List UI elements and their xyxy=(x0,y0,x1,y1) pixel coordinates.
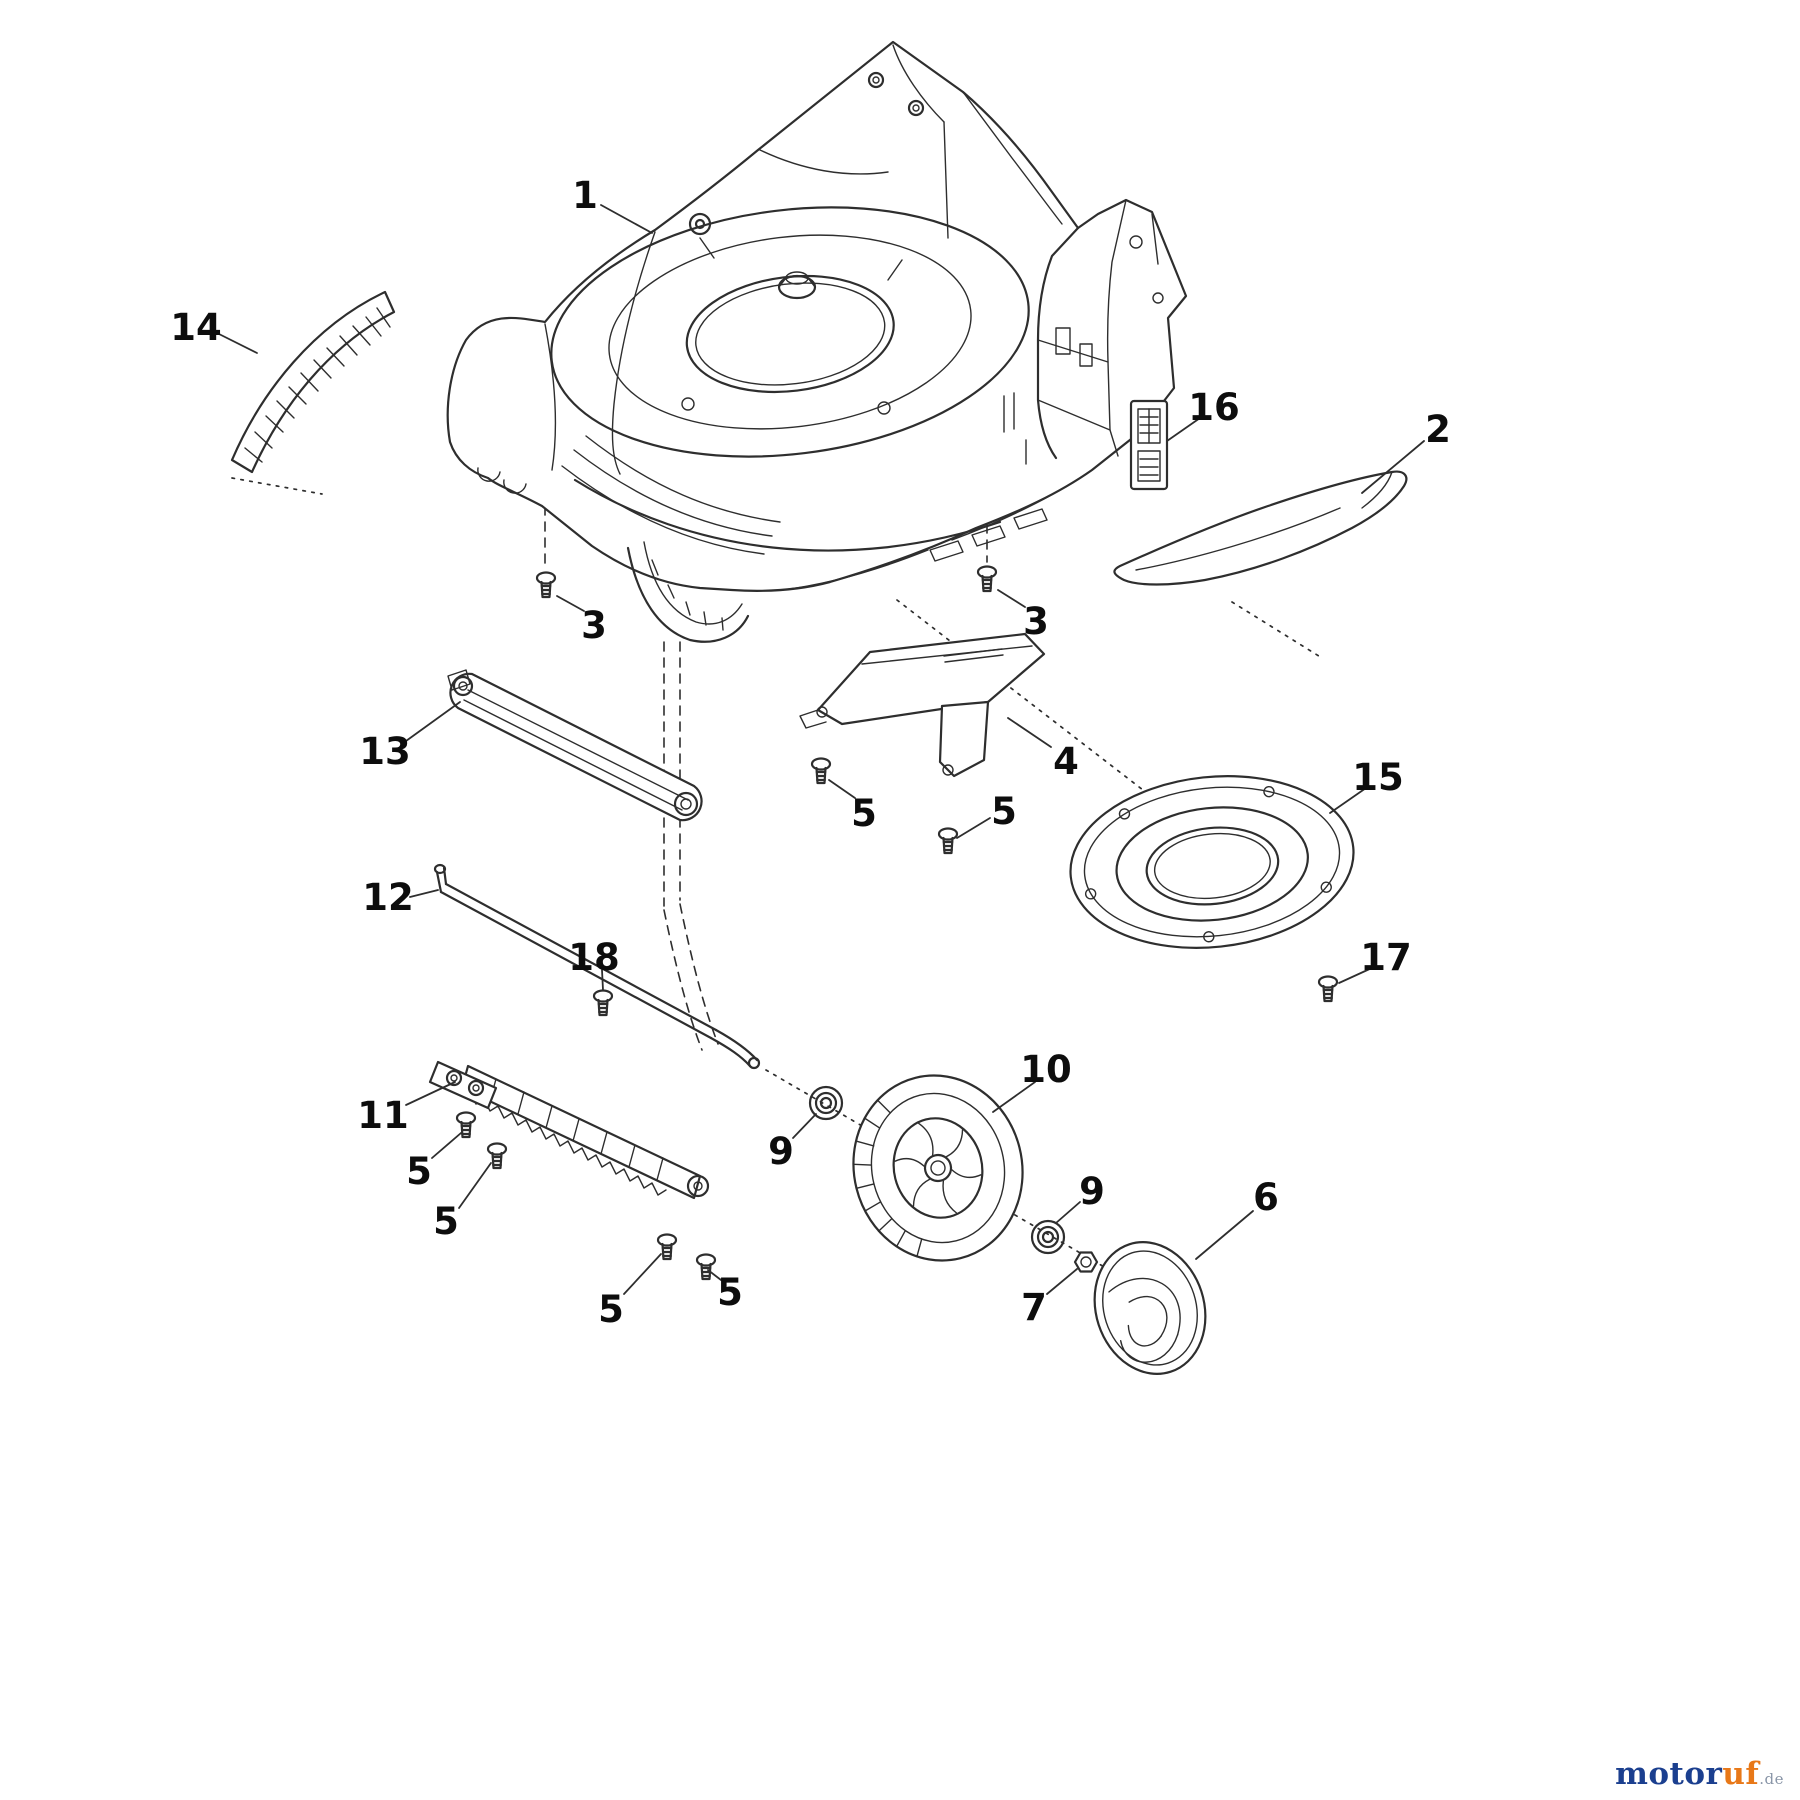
leader-line-17 xyxy=(1338,966,1375,984)
part-label-13: 13 xyxy=(359,730,411,773)
part-label-18: 18 xyxy=(568,936,620,979)
part-label-7: 7 xyxy=(1021,1286,1047,1329)
leader-line-5 xyxy=(828,779,856,799)
height-adjust-rod xyxy=(433,863,761,1070)
part-label-5: 5 xyxy=(991,790,1017,833)
leader-line-9 xyxy=(792,1113,817,1139)
leader-line-16 xyxy=(1166,417,1201,442)
grass-comb xyxy=(230,290,396,474)
hub-cap xyxy=(1093,1241,1207,1375)
screw-icon xyxy=(1317,975,1339,1003)
part-label-1: 1 xyxy=(572,174,598,217)
leader-line-5 xyxy=(623,1253,662,1295)
part-label-9: 9 xyxy=(768,1130,794,1173)
sticker-label xyxy=(1129,399,1169,491)
front-roller xyxy=(447,669,703,822)
rear-bracket xyxy=(1003,199,1164,465)
leader-line-9 xyxy=(1055,1201,1081,1224)
part-label-11: 11 xyxy=(357,1094,409,1137)
adjuster-bracket xyxy=(428,1060,710,1200)
bearing-icon xyxy=(1030,1219,1066,1255)
leader-line-10 xyxy=(992,1081,1036,1113)
part-label-4: 4 xyxy=(1053,740,1079,783)
screw-icon xyxy=(976,565,998,593)
leader-line-7 xyxy=(1046,1268,1078,1295)
leader-line-13 xyxy=(405,701,461,742)
deflector-plate xyxy=(799,632,1046,778)
part-label-6: 6 xyxy=(1253,1176,1279,1219)
leader-line-12 xyxy=(409,889,439,898)
leader-line-18 xyxy=(601,969,604,991)
engine-dome xyxy=(550,206,1030,458)
leader-line-5 xyxy=(707,1269,722,1281)
watermark-suffix: .de xyxy=(1759,1770,1784,1788)
part-label-5: 5 xyxy=(598,1288,624,1331)
part-label-5: 5 xyxy=(433,1200,459,1243)
part-label-15: 15 xyxy=(1352,756,1404,799)
bolt-boss xyxy=(688,212,712,236)
part-label-14: 14 xyxy=(170,306,222,349)
part-label-17: 17 xyxy=(1360,936,1412,979)
leader-line-5 xyxy=(458,1162,492,1209)
part-label-3: 3 xyxy=(581,604,607,647)
part-label-5: 5 xyxy=(406,1150,432,1193)
leader-line-2 xyxy=(1361,440,1425,494)
leader-line-3 xyxy=(556,595,585,612)
leader-line-14 xyxy=(218,333,258,354)
leader-line-6 xyxy=(1195,1210,1254,1260)
trim-cover xyxy=(1113,470,1408,586)
watermark: motoruf.de xyxy=(1615,1756,1784,1792)
leader-line-15 xyxy=(1329,787,1367,814)
part-label-10: 10 xyxy=(1020,1048,1072,1091)
watermark-uf: uf xyxy=(1722,1756,1760,1792)
leader-line-3 xyxy=(997,589,1026,608)
screw-icon xyxy=(695,1253,717,1281)
part-label-12: 12 xyxy=(362,876,414,919)
screw-icon xyxy=(535,571,557,599)
wheel xyxy=(852,1074,1024,1262)
part-label-2: 2 xyxy=(1425,408,1451,451)
mower-deck-housing xyxy=(446,40,1188,643)
leader-line-5 xyxy=(431,1132,462,1159)
deck-outline xyxy=(446,40,1188,592)
watermark-motor: motor xyxy=(1615,1756,1723,1792)
part-label-3: 3 xyxy=(1023,600,1049,643)
leader-line-1 xyxy=(600,204,653,234)
part-label-16: 16 xyxy=(1188,386,1240,429)
lock-nut xyxy=(1073,1251,1099,1273)
screw-icon xyxy=(937,827,959,855)
clip-screw-icon xyxy=(592,989,614,1017)
part-label-5: 5 xyxy=(717,1271,743,1314)
leader-line-11 xyxy=(405,1081,456,1106)
part-label-9: 9 xyxy=(1079,1170,1105,1213)
part-label-5: 5 xyxy=(851,792,877,835)
front-wheel-arch xyxy=(626,541,750,643)
leader-line-5 xyxy=(956,817,991,839)
cover-ring xyxy=(1069,775,1355,949)
leader-line-4 xyxy=(1007,717,1052,748)
screw-icon xyxy=(810,757,832,785)
